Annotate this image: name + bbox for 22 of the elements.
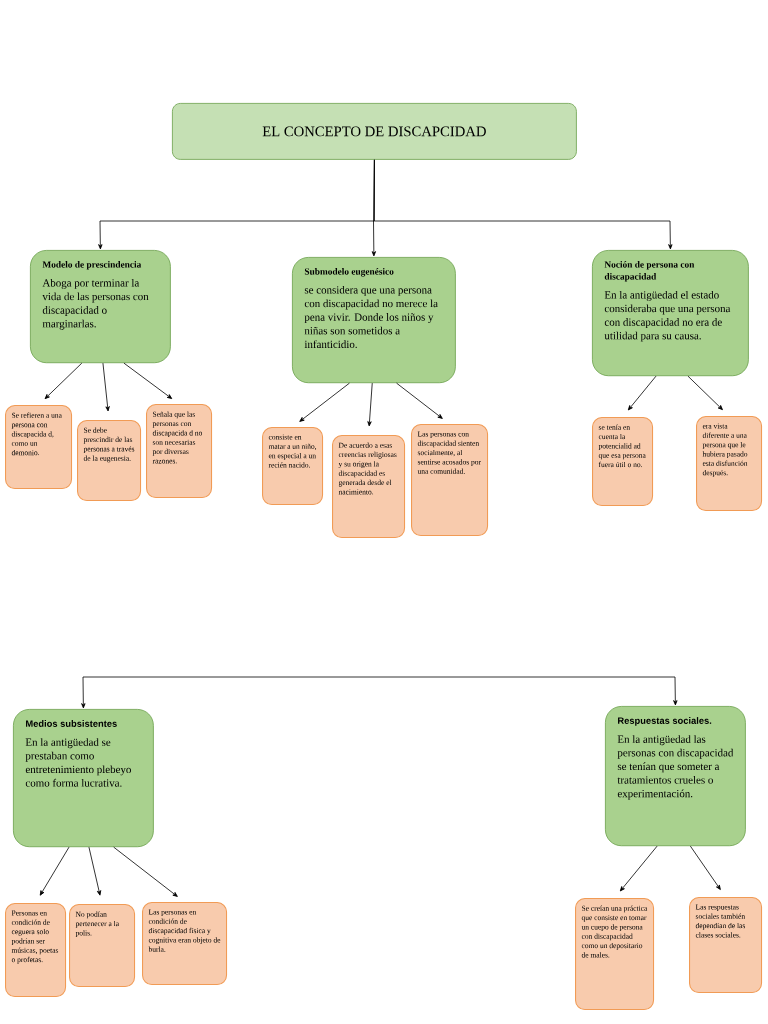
arrow	[39, 846, 70, 896]
arrow	[396, 382, 443, 419]
concept-box: Noción de persona con discapacidad En la antigüedad el estado consideraba que una persona con discapacidad no era de utilidad para su causa.	[592, 250, 749, 377]
arrow	[367, 382, 373, 427]
arrow	[102, 362, 110, 412]
arrow	[123, 362, 173, 399]
concept-box: Submodelo eugenésico se considera que una persona con discapacidad no merece la pena vivir. Donde los niños y niñas son sometidos a infanticidio.	[292, 257, 456, 384]
arrow	[687, 375, 723, 411]
arrow	[113, 846, 178, 897]
title-box: EL CONCEPTO DE DISCAPCIDAD	[172, 103, 577, 160]
concept-box: Respuestas sociales. En la antigüedad las personas con discapacidad se tenían que someter a tratamientos crueles o experimentación.	[605, 706, 746, 847]
arrow	[619, 845, 658, 892]
arrow	[627, 375, 657, 411]
arrow	[690, 845, 721, 890]
arrow	[373, 159, 673, 250]
arrow	[81, 676, 86, 709]
arrow	[673, 676, 678, 706]
arrow	[88, 846, 102, 896]
arrow	[44, 362, 83, 400]
concept-box: Modelo de prescindencia Aboga por terminar la vida de las personas con discapacidad o marginarlas.	[30, 250, 171, 364]
arrow	[299, 382, 350, 422]
concept-box: Medios subsistentes En la antigüedad se prestaban como entretenimiento plebeyo como forma lucrativa.	[13, 709, 154, 848]
